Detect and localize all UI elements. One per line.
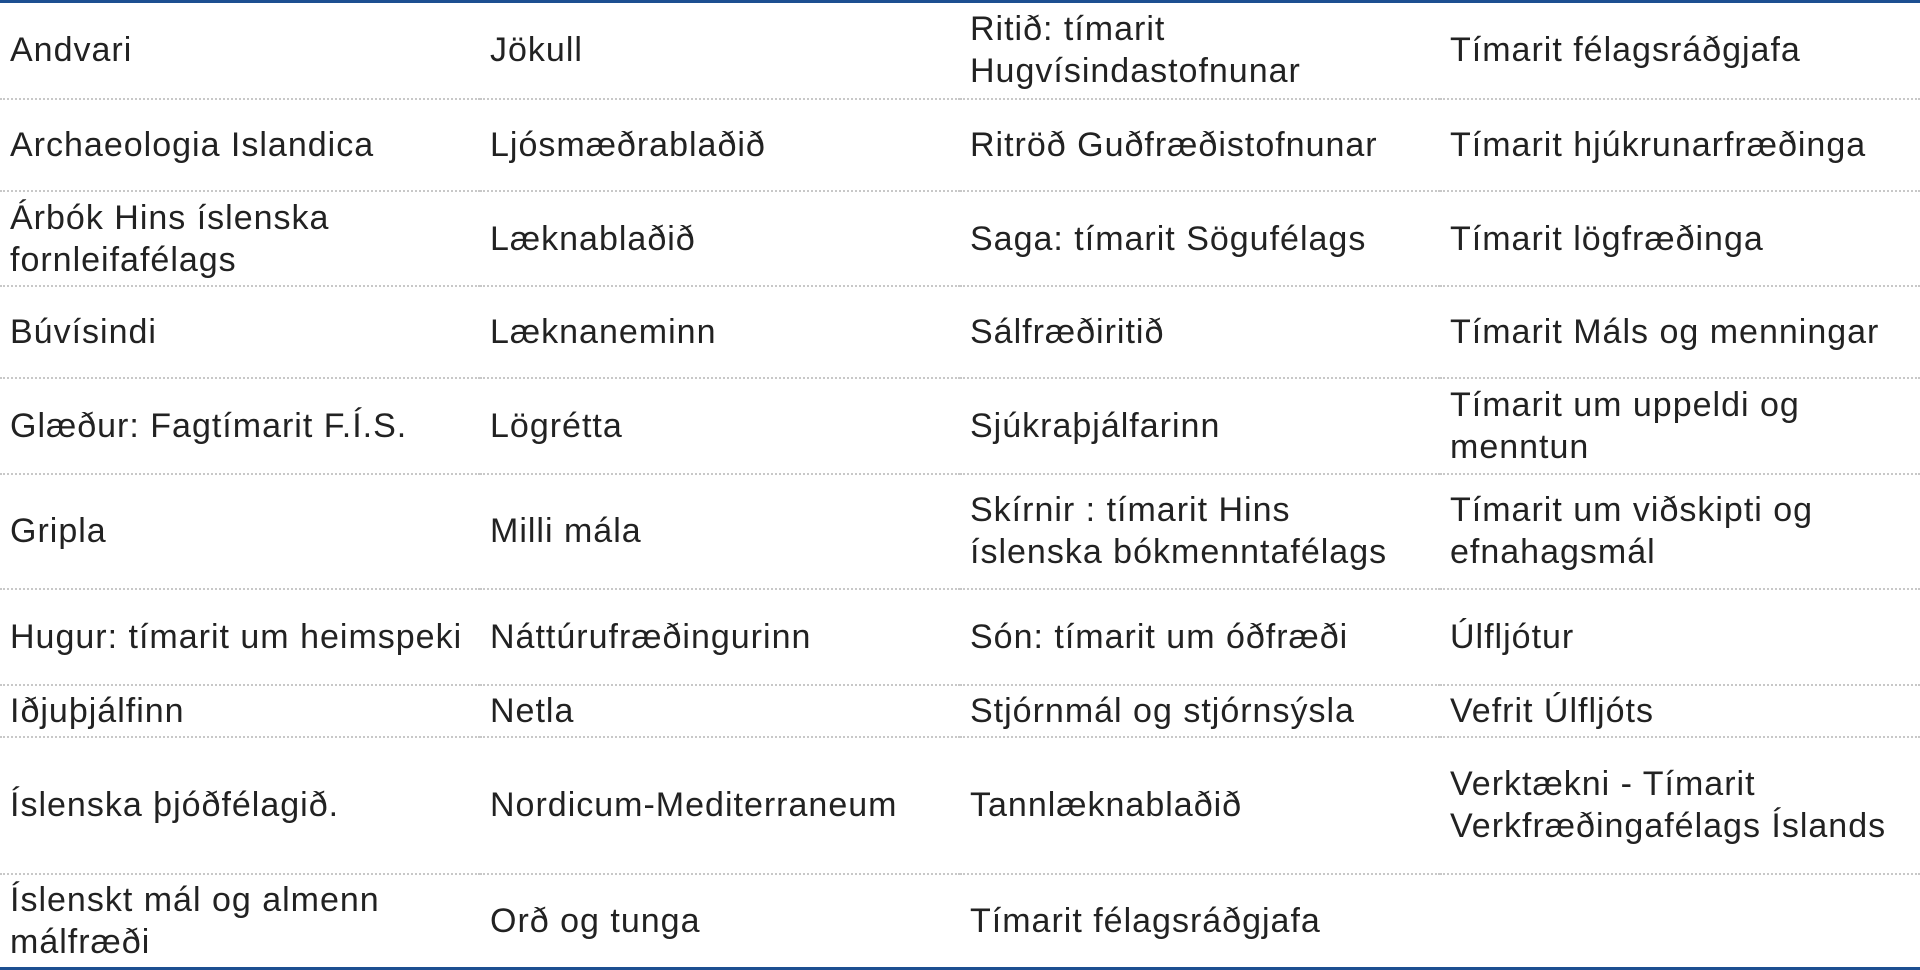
journal-cell[interactable]: Lögrétta bbox=[480, 378, 960, 476]
journal-cell[interactable]: Tannlæknablaðið bbox=[960, 736, 1440, 876]
journal-cell[interactable]: Sjúkraþjálfarinn bbox=[960, 378, 1440, 476]
journal-cell[interactable]: Tímarit félagsráðgjafa bbox=[1440, 3, 1920, 100]
table-row: Hugur: tímarit um heimspeki Náttúrufræði… bbox=[0, 588, 1920, 686]
table-row: Iðjuþjálfinn Netla Stjórnmál og stjórnsý… bbox=[0, 684, 1920, 738]
journal-cell[interactable]: Tímarit hjúkrunarfræðinga bbox=[1440, 98, 1920, 192]
table-row: Íslenskt mál og almenn málfræði Orð og t… bbox=[0, 874, 1920, 967]
journal-cell[interactable]: Andvari bbox=[0, 3, 480, 100]
journal-cell[interactable]: Læknablaðið bbox=[480, 190, 960, 288]
journal-cell[interactable]: Netla bbox=[480, 684, 960, 738]
journal-cell[interactable]: Hugur: tímarit um heimspeki bbox=[0, 588, 480, 686]
journal-cell[interactable]: Ritröð Guðfræðistofnunar bbox=[960, 98, 1440, 192]
journal-cell-empty bbox=[1440, 874, 1920, 967]
journal-cell[interactable]: Stjórnmál og stjórnsýsla bbox=[960, 684, 1440, 738]
journal-cell[interactable]: Úlfljótur bbox=[1440, 588, 1920, 686]
journal-cell[interactable]: Búvísindi bbox=[0, 286, 480, 380]
journal-table: Andvari Jökull Ritið: tímarit Hugvísinda… bbox=[0, 3, 1920, 967]
journal-cell[interactable]: Árbók Hins íslenska fornleifafélags bbox=[0, 190, 480, 288]
journal-cell[interactable]: Sálfræðiritið bbox=[960, 286, 1440, 380]
journal-cell[interactable]: Ritið: tímarit Hugvísindastofnunar bbox=[960, 3, 1440, 100]
journal-cell[interactable]: Saga: tímarit Sögufélags bbox=[960, 190, 1440, 288]
journal-cell[interactable]: Orð og tunga bbox=[490, 902, 701, 941]
journal-cell[interactable]: Archaeologia Islandica bbox=[0, 98, 480, 192]
journal-cell[interactable]: Íslenskt mál og almenn málfræði bbox=[10, 881, 380, 962]
journal-cell[interactable]: Verktækni - Tímarit Verkfræðingafélags Í… bbox=[1440, 736, 1920, 876]
table-row: Íslenska þjóðfélagið. Nordicum-Mediterra… bbox=[0, 736, 1920, 876]
journal-cell[interactable]: Iðjuþjálfinn bbox=[0, 684, 480, 738]
journal-cell[interactable]: Gripla bbox=[0, 474, 480, 590]
table-row: Archaeologia Islandica Ljósmæðrablaðið R… bbox=[0, 98, 1920, 192]
journal-cell[interactable]: Jökull bbox=[480, 3, 960, 100]
journal-cell[interactable]: Tímarit um viðskipti og efnahagsmál bbox=[1440, 474, 1920, 590]
journal-cell[interactable]: Skírnir : tímarit Hins íslenska bókmennt… bbox=[960, 474, 1440, 590]
journal-cell[interactable]: Tímarit lögfræðinga bbox=[1440, 190, 1920, 288]
journal-cell[interactable]: Tímarit Máls og menningar bbox=[1440, 286, 1920, 380]
journal-cell[interactable]: Læknaneminn bbox=[480, 286, 960, 380]
journal-cell[interactable]: Náttúrufræðingurinn bbox=[480, 588, 960, 686]
journal-cell[interactable]: Són: tímarit um óðfræði bbox=[960, 588, 1440, 686]
table-row: Gripla Milli mála Skírnir : tímarit Hins… bbox=[0, 474, 1920, 590]
journal-cell[interactable]: Tímarit félagsráðgjafa bbox=[970, 902, 1321, 941]
journal-cell[interactable]: Vefrit Úlfljóts bbox=[1440, 684, 1920, 738]
table-row: Árbók Hins íslenska fornleifafélags Lækn… bbox=[0, 190, 1920, 288]
journal-cell[interactable]: Milli mála bbox=[480, 474, 960, 590]
table-row: Búvísindi Læknaneminn Sálfræðiritið Tíma… bbox=[0, 286, 1920, 380]
journal-cell[interactable]: Glæður: Fagtímarit F.Í.S. bbox=[0, 378, 480, 476]
journal-cell[interactable]: Ljósmæðrablaðið bbox=[480, 98, 960, 192]
table-row: Andvari Jökull Ritið: tímarit Hugvísinda… bbox=[0, 3, 1920, 100]
journal-cell[interactable]: Tímarit um uppeldi og menntun bbox=[1440, 378, 1920, 476]
journal-cell[interactable]: Nordicum-Mediterraneum bbox=[480, 736, 960, 876]
journal-cell[interactable]: Íslenska þjóðfélagið. bbox=[0, 736, 480, 876]
table-row: Glæður: Fagtímarit F.Í.S. Lögrétta Sjúkr… bbox=[0, 378, 1920, 476]
